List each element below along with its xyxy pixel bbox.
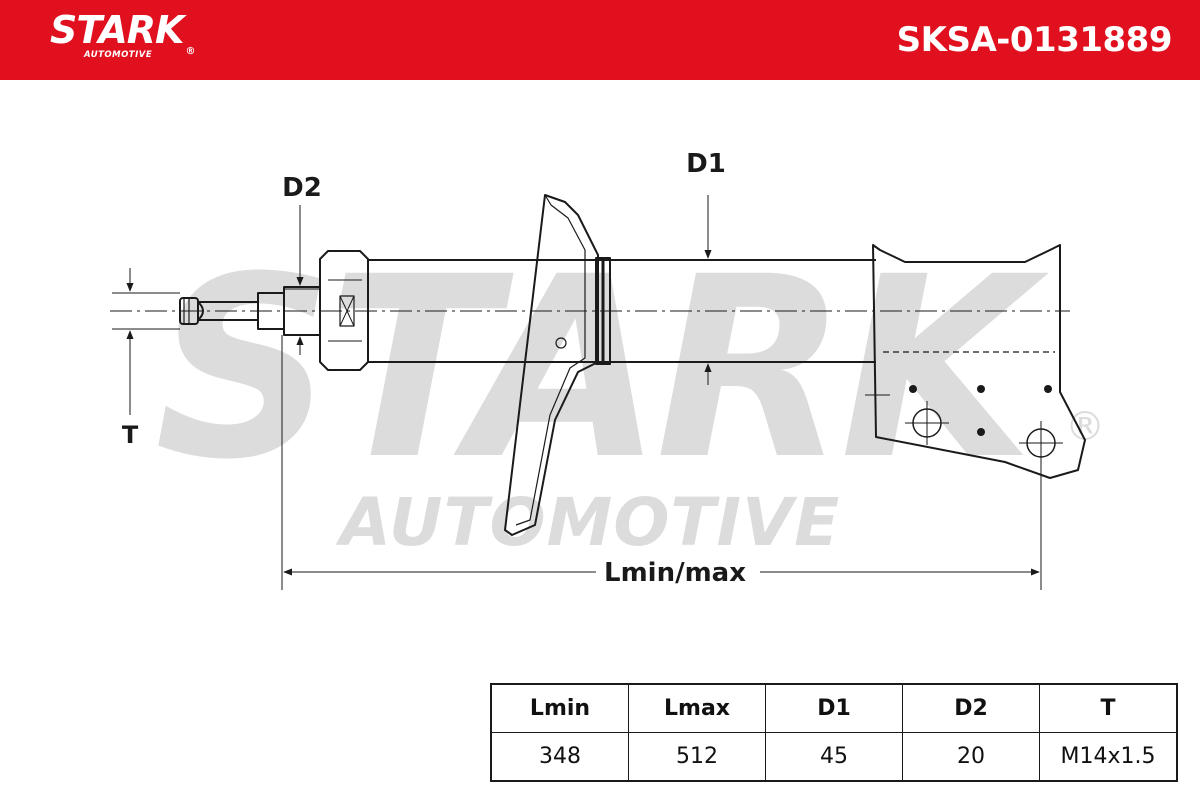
label-d2: D2 [282,173,322,203]
spec-value-lmin: 348 [490,732,629,782]
bolt-holes [905,401,1063,465]
label-t: T [122,421,139,449]
spec-value-row: 348 512 45 20 M14x1.5 [490,732,1178,782]
rivet-dots [909,385,1052,436]
label-length: Lmin/max [604,558,746,588]
knuckle-bracket [865,244,1086,479]
label-d1: D1 [686,149,726,179]
spec-table: Lmin Lmax D1 D2 T 348 512 45 20 M14x1.5 [490,683,1178,782]
spec-header-row: Lmin Lmax D1 D2 T [490,683,1178,733]
body-tube [368,257,876,365]
spec-header-lmax: Lmax [628,683,766,733]
top-mount-cap [319,250,369,371]
spec-header-d1: D1 [765,683,903,733]
rod-tip [179,286,321,336]
stark-logo: STARK® AUTOMOTIVE [50,8,195,60]
spec-header-lmin: Lmin [490,683,629,733]
spec-header-t: T [1039,683,1178,733]
spec-value-d1: 45 [765,732,903,782]
logo-registered-mark: ® [185,46,195,57]
logo-sub: AUTOMOTIVE [84,50,153,60]
part-number: SKSA-0131889 [896,20,1173,60]
watermark: STARK ® AUTOMOTIVE [155,223,1105,561]
watermark-brand: STARK [155,223,1050,514]
shock-absorber-drawing: STARK ® AUTOMOTIVE [110,149,1105,590]
spec-value-lmax: 512 [628,732,766,782]
spec-value-t: M14x1.5 [1039,732,1178,782]
spec-value-d2: 20 [902,732,1040,782]
header-bar: STARK® AUTOMOTIVE SKSA-0131889 [0,0,1200,80]
logo-brand: STARK [50,8,184,52]
watermark-sub: AUTOMOTIVE [335,484,840,561]
spring-seat [504,194,599,536]
spec-header-d2: D2 [902,683,1040,733]
